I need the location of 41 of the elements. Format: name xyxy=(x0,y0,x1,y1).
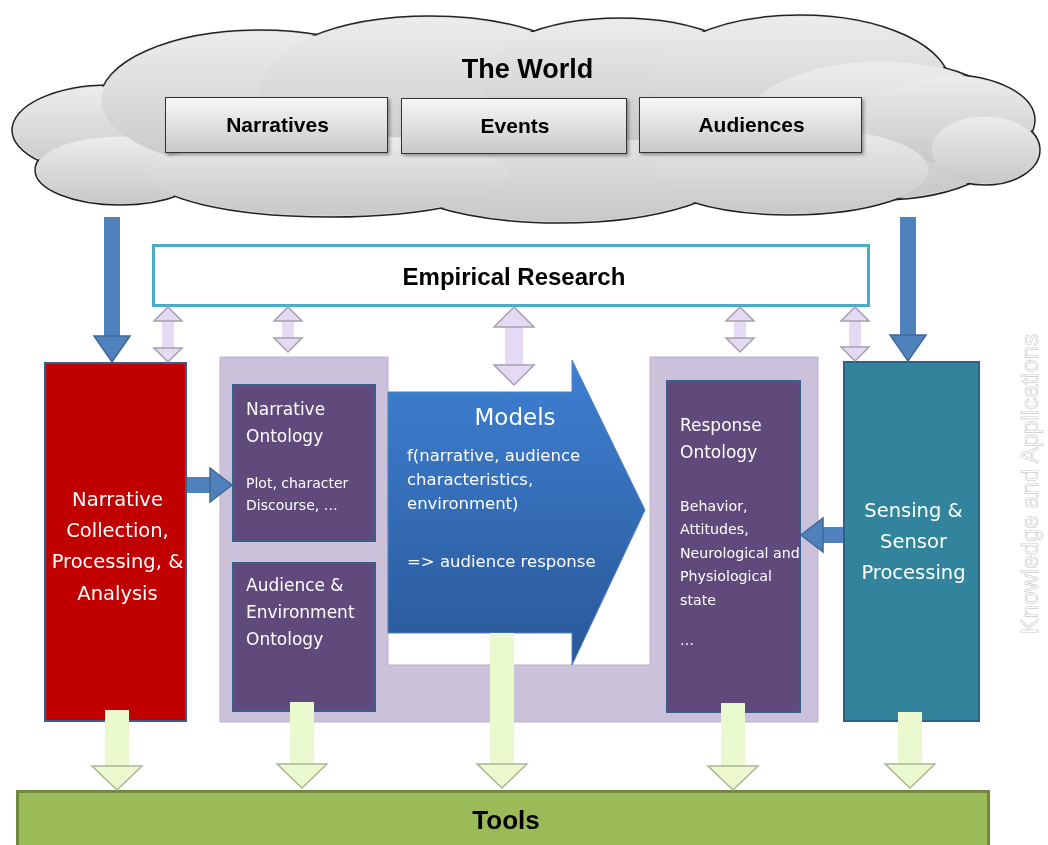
block-arrow xyxy=(153,306,183,363)
ellipsis-text: … xyxy=(680,632,695,649)
tools-bar xyxy=(16,790,990,845)
bar-label: Tools xyxy=(471,805,541,837)
block-arrow xyxy=(725,306,755,353)
box-label: Sensing & Sensor Processing xyxy=(860,498,967,587)
box-body: Behavior, Attitudes, Neurological and Physiological state xyxy=(680,497,801,610)
process-box xyxy=(44,362,187,722)
model-heading: Models xyxy=(473,404,557,432)
block-arrow xyxy=(187,467,233,503)
block-arrow xyxy=(884,712,936,789)
model-output: => audience response xyxy=(407,552,597,572)
block-arrow xyxy=(889,217,927,362)
research-box xyxy=(152,244,870,307)
block-arrow xyxy=(493,306,535,386)
box-label: Audiences xyxy=(697,112,806,138)
category-box xyxy=(401,98,627,154)
box-heading: Response Ontology xyxy=(680,414,763,465)
process-box xyxy=(843,361,980,722)
ontology-box xyxy=(666,380,801,713)
block-arrow xyxy=(840,306,870,362)
box-label: Events xyxy=(479,113,551,139)
box-heading: Narrative Ontology xyxy=(246,398,327,449)
category-box xyxy=(639,97,862,153)
block-arrow xyxy=(91,710,143,791)
category-box xyxy=(165,97,388,153)
block-arrow xyxy=(276,702,328,789)
block-arrow xyxy=(800,517,843,553)
box-heading: Audience & Environment Ontology xyxy=(246,574,356,652)
ontology-box xyxy=(232,562,376,712)
box-label: Empirical Research xyxy=(401,263,627,292)
box-label: Narrative Collection, Processing, & Analysis xyxy=(50,487,185,607)
box-label: Narratives xyxy=(225,112,330,138)
block-arrow xyxy=(93,217,131,363)
ontology-box xyxy=(232,384,376,542)
box-body: Plot, character Discourse, … xyxy=(246,474,350,516)
block-arrow xyxy=(273,306,303,353)
model-formula: f(narrative, audience characteristics, environment) xyxy=(407,445,582,515)
block-arrow xyxy=(476,633,528,789)
cloud-title: The World xyxy=(460,53,595,86)
block-arrow xyxy=(707,703,759,791)
